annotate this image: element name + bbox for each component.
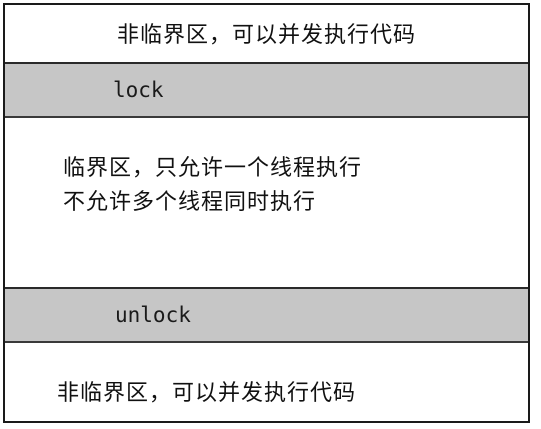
non-critical-bottom-text: 非临界区，可以并发执行代码 xyxy=(57,381,357,406)
unlock-bar: unlock xyxy=(5,287,528,343)
critical-section: 临界区，只允许一个线程执行 不允许多个线程同时执行 xyxy=(5,120,528,285)
non-critical-section-top: 非临界区，可以并发执行代码 xyxy=(5,5,528,60)
diagram-frame: 非临界区，可以并发执行代码 lock 临界区，只允许一个线程执行 不允许多个线程… xyxy=(3,3,530,423)
non-critical-section-bottom: 非临界区，可以并发执行代码 xyxy=(5,345,528,421)
non-critical-top-text: 非临界区，可以并发执行代码 xyxy=(116,22,416,48)
critical-section-line-2: 不允许多个线程同时执行 xyxy=(63,190,317,215)
lock-bar: lock xyxy=(5,62,528,118)
critical-section-line-1: 临界区，只允许一个线程执行 xyxy=(63,156,363,181)
lock-label: lock xyxy=(113,78,164,102)
unlock-label: unlock xyxy=(115,303,191,327)
